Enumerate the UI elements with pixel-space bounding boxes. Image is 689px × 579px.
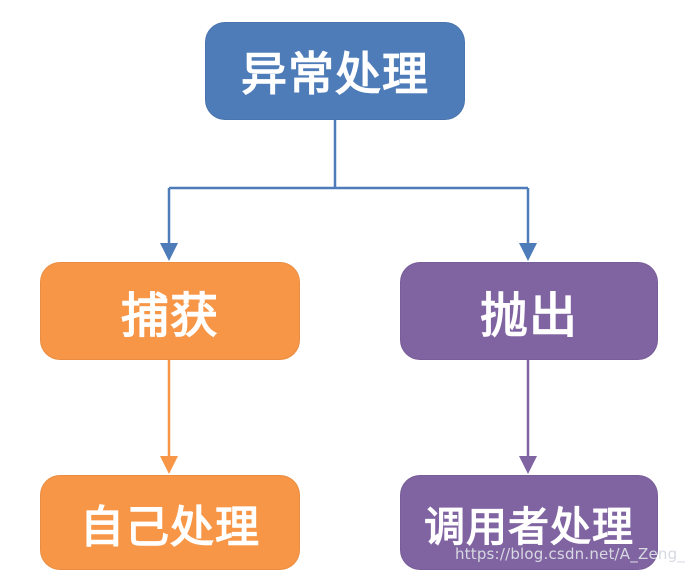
arrowhead-root-catch-icon xyxy=(160,243,178,261)
node-catch: 捕获 xyxy=(40,262,300,360)
watermark-url: https://blog.csdn.net/A_Zeng_ xyxy=(454,545,685,563)
edge-root-branch-line xyxy=(167,120,530,245)
arrowhead-root-throw-icon xyxy=(519,243,537,261)
node-catch-label: 捕获 xyxy=(120,288,219,344)
node-caller-handle: 调用者处理 xyxy=(400,475,658,570)
node-exception-handling-label: 异常处理 xyxy=(241,47,429,101)
node-self-handle: 自己处理 xyxy=(40,475,300,570)
node-self-handle-label: 自己处理 xyxy=(80,501,260,553)
node-throw-label: 抛出 xyxy=(479,288,578,344)
node-throw: 抛出 xyxy=(400,262,658,360)
arrowhead-throw-caller-icon xyxy=(519,456,537,474)
arrowhead-catch-self-icon xyxy=(160,456,178,474)
node-exception-handling: 异常处理 xyxy=(205,22,465,120)
node-caller-handle-label: 调用者处理 xyxy=(424,502,634,551)
